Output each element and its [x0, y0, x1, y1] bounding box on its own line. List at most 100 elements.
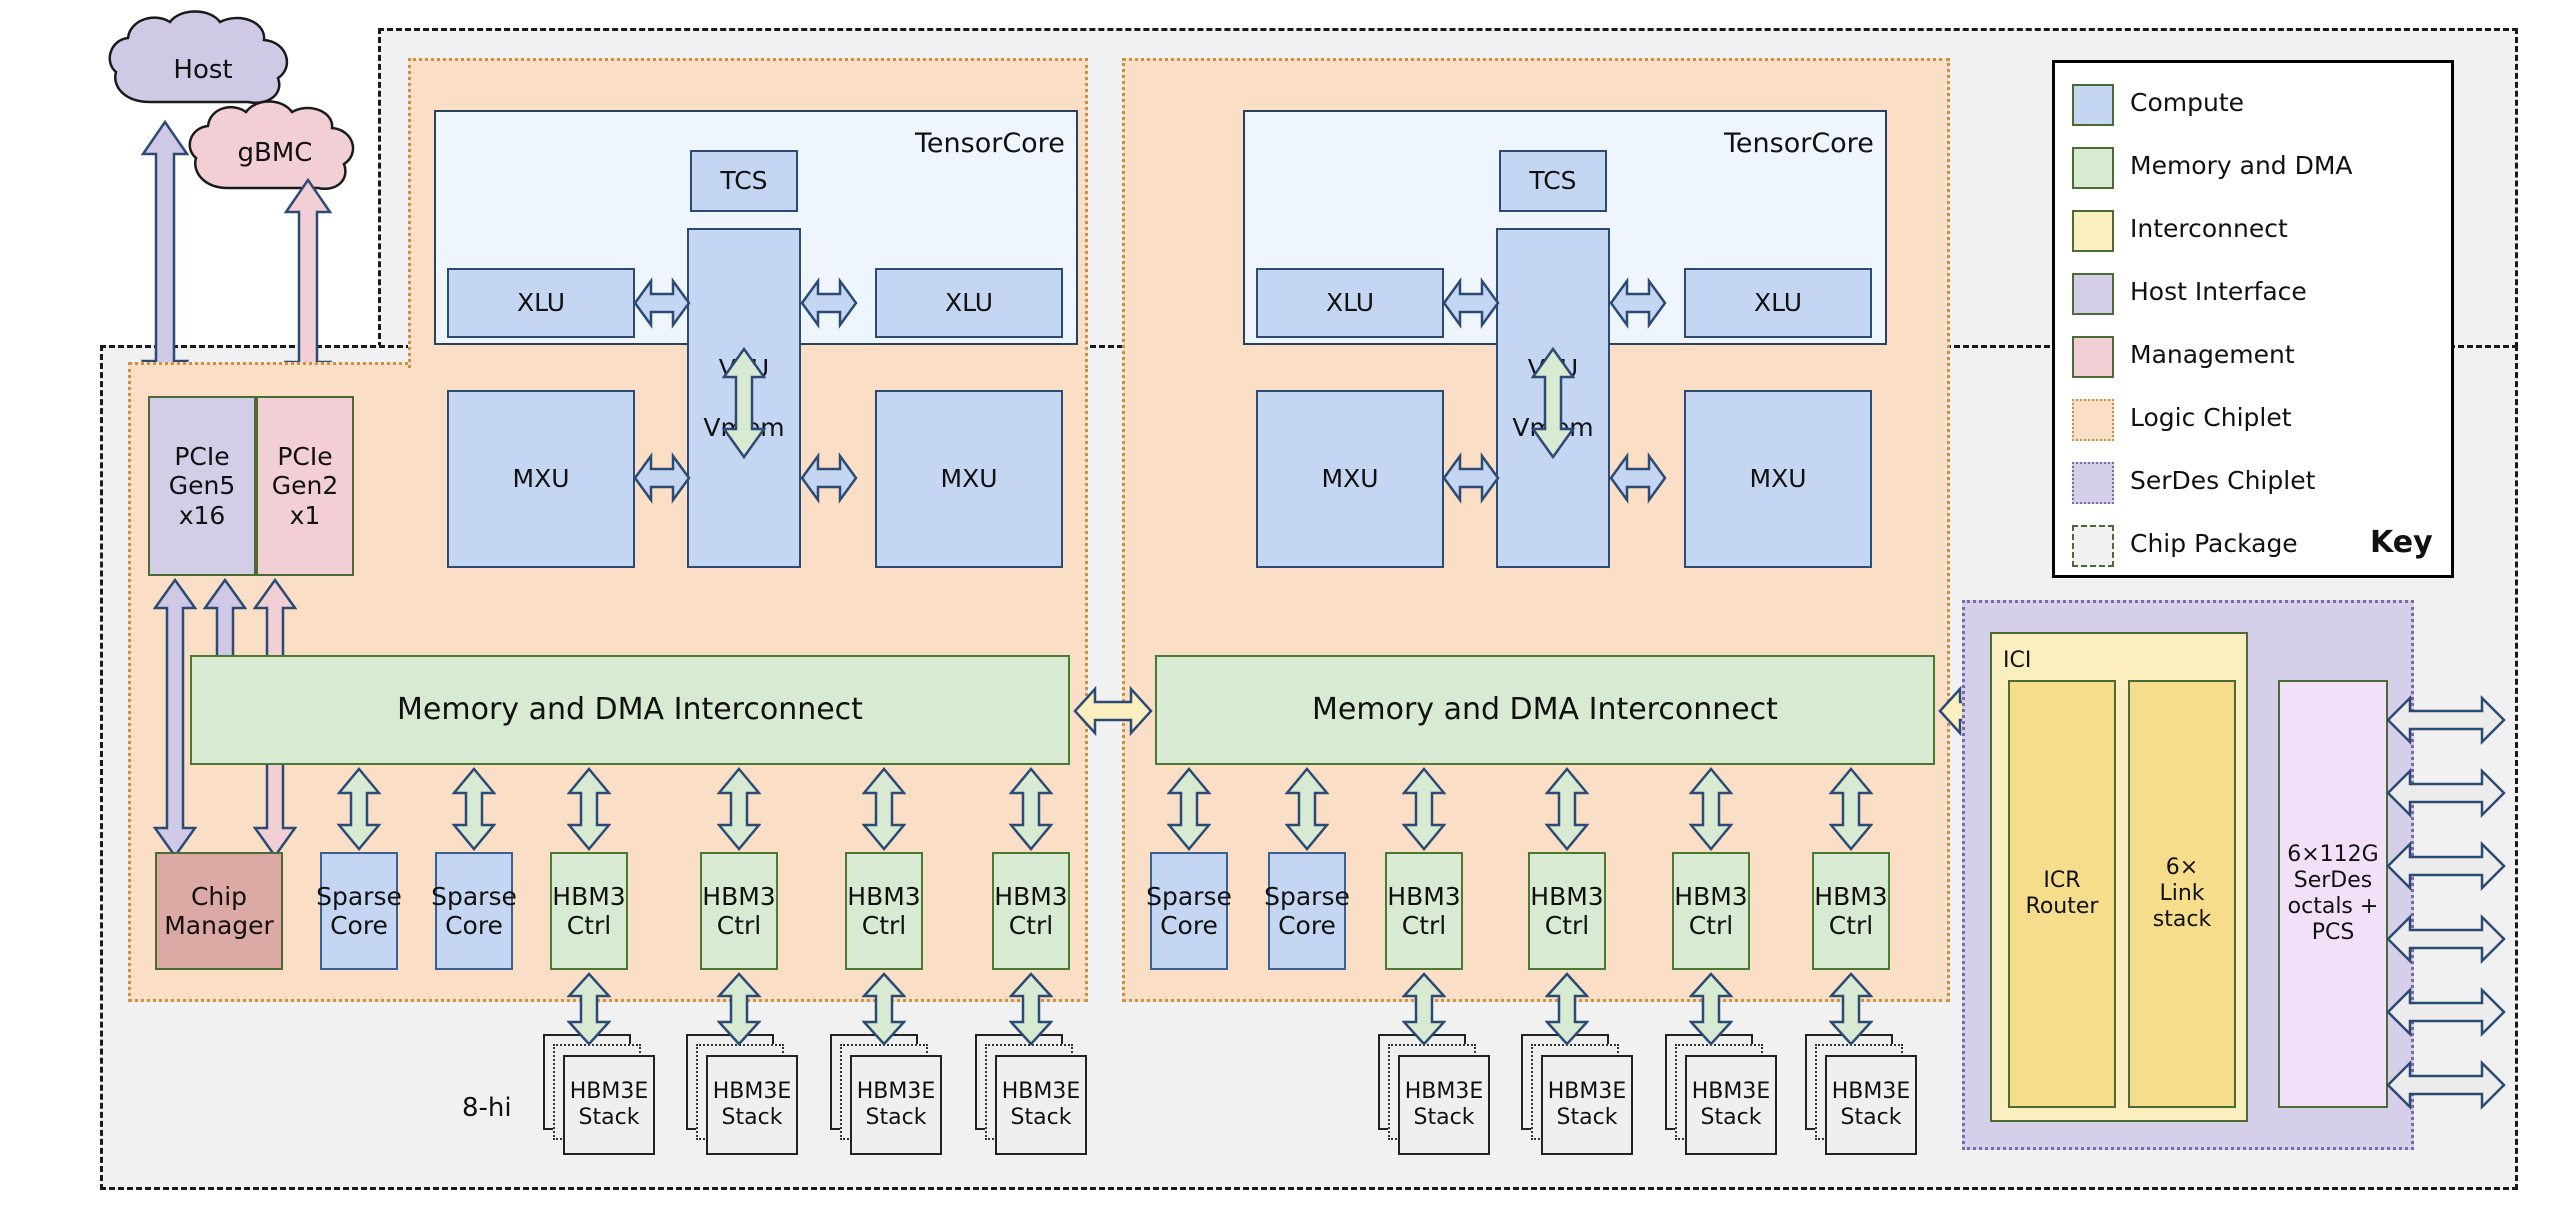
hbm3-ctrl-block-l2[interactable]: HBM3 Ctrl	[700, 852, 778, 970]
key-label-host-interface: Host Interface	[2130, 277, 2307, 306]
key-swatch-logic-chiplet	[2072, 399, 2114, 441]
hbm3e-stack-r3[interactable]: HBM3E Stack	[1685, 1055, 1777, 1155]
mxu-right-block-right[interactable]: MXU	[1684, 390, 1872, 568]
host-to-pcie-gen5-arrow	[140, 120, 190, 395]
vpu-to-mxu-right-arrow-right	[1609, 452, 1667, 504]
interconnect-to-hbm3-ctrl-arrow-l1	[567, 767, 611, 851]
link-stack-block[interactable]: 6× Link stack	[2128, 680, 2236, 1108]
key-legend	[2052, 60, 2454, 578]
tensorcore-to-interconnect-arrow-right	[1531, 347, 1575, 459]
memory-dma-interconnect-right[interactable]: Memory and DMA Interconnect	[1155, 655, 1935, 765]
hbm3-ctrl-to-stack-arrow-r4	[1829, 972, 1873, 1046]
host-cloud	[98, 10, 308, 120]
hbm3-ctrl-block-l3[interactable]: HBM3 Ctrl	[845, 852, 923, 970]
sparse-core-block-r2[interactable]: Sparse Core	[1264, 852, 1350, 970]
pcie-gen5-block[interactable]: PCIe Gen5 x16	[148, 396, 256, 576]
interconnect-to-hbm3-ctrl-arrow-r1	[1402, 767, 1446, 851]
hbm3-ctrl-block-l1[interactable]: HBM3 Ctrl	[550, 852, 628, 970]
tensorcore-left-title: TensorCore	[915, 128, 1065, 159]
serdes-external-link-arrow-1	[2386, 694, 2506, 746]
key-swatch-serdes-chiplet	[2072, 462, 2114, 504]
interconnect-to-sparse-core-arrow-l1	[337, 767, 381, 851]
key-swatch-interconnect	[2072, 210, 2114, 252]
hbm3-ctrl-to-stack-arrow-r1	[1402, 972, 1446, 1046]
key-swatch-host-interface	[2072, 273, 2114, 315]
interconnect-to-sparse-core-arrow-l2	[452, 767, 496, 851]
pcie-gen2-block[interactable]: PCIe Gen2 x1	[256, 396, 354, 576]
interconnect-bridge-arrow-left-right	[1073, 685, 1153, 737]
vpu-to-xlu-right-arrow-right	[1609, 277, 1667, 329]
gbmc-cloud-label: gBMC	[237, 137, 313, 168]
key-swatch-chip-package	[2072, 525, 2114, 567]
icr-router-block[interactable]: ICR Router	[2008, 680, 2116, 1108]
chip-manager-block[interactable]: Chip Manager	[155, 852, 283, 970]
sparse-core-block-l1[interactable]: Sparse Core	[316, 852, 402, 970]
key-swatch-compute	[2072, 84, 2114, 126]
tcs-block-right[interactable]: TCS	[1499, 150, 1607, 212]
hbm3-ctrl-to-stack-arrow-l4	[1009, 972, 1053, 1046]
mxu-left-block-left[interactable]: MXU	[447, 390, 635, 568]
key-label-serdes-chiplet: SerDes Chiplet	[2130, 466, 2316, 495]
hbm3-ctrl-to-stack-arrow-r3	[1689, 972, 1733, 1046]
tensorcore-to-interconnect-arrow-left	[722, 347, 766, 459]
key-title: Key	[2370, 525, 2433, 560]
serdes-external-link-arrow-4	[2386, 913, 2506, 965]
serdes-external-link-arrow-3	[2386, 840, 2506, 892]
interconnect-to-hbm3-ctrl-arrow-r2	[1545, 767, 1589, 851]
serdes-external-link-arrow-2	[2386, 767, 2506, 819]
xlu-right-block-left[interactable]: XLU	[875, 268, 1063, 338]
xlu-left-block-left[interactable]: XLU	[447, 268, 635, 338]
serdes-external-link-arrow-5	[2386, 986, 2506, 1038]
mxu-left-block-right[interactable]: MXU	[1256, 390, 1444, 568]
hbm3-ctrl-block-r3[interactable]: HBM3 Ctrl	[1672, 852, 1750, 970]
xlu-left-block-right[interactable]: XLU	[1256, 268, 1444, 338]
hbm3e-stack-r1[interactable]: HBM3E Stack	[1398, 1055, 1490, 1155]
hbm3e-stack-l4[interactable]: HBM3E Stack	[995, 1055, 1087, 1155]
key-label-management: Management	[2130, 340, 2295, 369]
interconnect-to-sparse-core-arrow-r2	[1285, 767, 1329, 851]
vpu-to-xlu-right-arrow-left	[800, 277, 858, 329]
tcs-block-left[interactable]: TCS	[690, 150, 798, 212]
key-label-compute: Compute	[2130, 88, 2245, 117]
interconnect-to-hbm3-ctrl-arrow-l4	[1009, 767, 1053, 851]
interconnect-to-hbm3-ctrl-arrow-r3	[1689, 767, 1733, 851]
sparse-core-block-r1[interactable]: Sparse Core	[1146, 852, 1232, 970]
hbm3e-stack-r2[interactable]: HBM3E Stack	[1541, 1055, 1633, 1155]
key-swatch-memory-and-dma	[2072, 147, 2114, 189]
tensorcore-right-title: TensorCore	[1724, 128, 1874, 159]
interconnect-to-hbm3-ctrl-arrow-l2	[717, 767, 761, 851]
interconnect-to-hbm3-ctrl-arrow-r4	[1829, 767, 1873, 851]
key-label-logic-chiplet: Logic Chiplet	[2130, 403, 2292, 432]
ici-label: ICI	[2003, 648, 2032, 673]
mxu-left-to-vpu-arrow-left	[633, 452, 691, 504]
hbm3e-stack-r4[interactable]: HBM3E Stack	[1825, 1055, 1917, 1155]
mxu-right-block-left[interactable]: MXU	[875, 390, 1063, 568]
eight-hi-label: 8-hi	[462, 1093, 512, 1123]
xlu-right-block-right[interactable]: XLU	[1684, 268, 1872, 338]
sparse-core-block-l2[interactable]: Sparse Core	[431, 852, 517, 970]
key-label-interconnect: Interconnect	[2130, 214, 2288, 243]
xlu-left-to-vpu-arrow-left	[633, 277, 691, 329]
hbm3e-stack-l3[interactable]: HBM3E Stack	[850, 1055, 942, 1155]
key-swatch-management	[2072, 336, 2114, 378]
interconnect-to-sparse-core-arrow-r1	[1167, 767, 1211, 851]
hbm3e-stack-l1[interactable]: HBM3E Stack	[563, 1055, 655, 1155]
hbm3-ctrl-to-stack-arrow-l1	[567, 972, 611, 1046]
interconnect-to-hbm3-ctrl-arrow-l3	[862, 767, 906, 851]
hbm3-ctrl-block-r4[interactable]: HBM3 Ctrl	[1812, 852, 1890, 970]
hbm3-ctrl-to-stack-arrow-l3	[862, 972, 906, 1046]
hbm3-ctrl-block-l4[interactable]: HBM3 Ctrl	[992, 852, 1070, 970]
memory-dma-interconnect-left[interactable]: Memory and DMA Interconnect	[190, 655, 1070, 765]
key-label-memory-and-dma: Memory and DMA	[2130, 151, 2353, 180]
vpu-to-mxu-right-arrow-left	[800, 452, 858, 504]
hbm3-ctrl-block-r2[interactable]: HBM3 Ctrl	[1528, 852, 1606, 970]
serdes-octals-pcs-block[interactable]: 6×112G SerDes octals + PCS	[2278, 680, 2388, 1108]
hbm3-ctrl-block-r1[interactable]: HBM3 Ctrl	[1385, 852, 1463, 970]
mxu-left-to-vpu-arrow-right	[1442, 452, 1500, 504]
xlu-left-to-vpu-arrow-right	[1442, 277, 1500, 329]
hbm3e-stack-l2[interactable]: HBM3E Stack	[706, 1055, 798, 1155]
hbm3-ctrl-to-stack-arrow-l2	[717, 972, 761, 1046]
serdes-external-link-arrow-6	[2386, 1059, 2506, 1111]
gbmc-cloud	[180, 100, 370, 205]
host-cloud-label: Host	[173, 54, 233, 85]
